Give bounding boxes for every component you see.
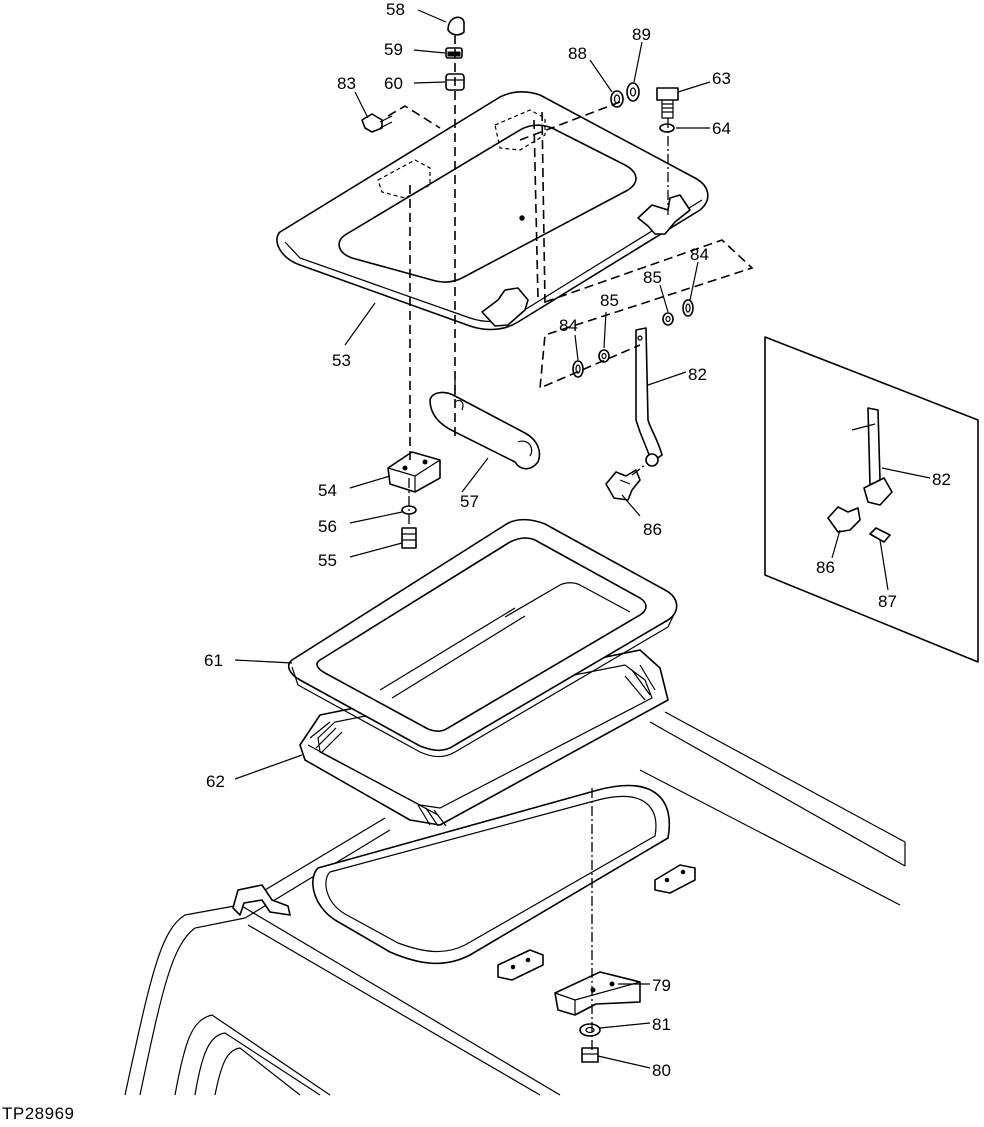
callout-57: 57 [460,492,479,511]
figure-reference-id: TP28969 [2,1104,75,1123]
clip-89 [626,82,640,102]
hatch-hinge-right [637,194,691,235]
knob-86 [605,469,641,501]
washer-85-right [662,312,674,326]
clip-84-right [682,299,694,317]
screw-55 [401,527,417,549]
frame-61 [287,518,678,758]
callout-84-right: 84 [690,245,709,264]
callout-85-right: 85 [643,268,662,287]
callout-59: 59 [384,40,403,59]
callout-64: 64 [712,119,731,138]
callout-86-detail: 86 [816,558,835,577]
bracket-54 [387,451,441,493]
seal-62 [299,649,669,827]
callout-63: 63 [712,69,731,88]
callout-61: 61 [204,651,223,670]
callout-62: 62 [206,772,225,791]
washer-85-left [598,349,610,363]
callout-82: 82 [688,365,707,384]
callout-53: 53 [332,351,351,370]
roof-block-left [497,949,544,981]
bolt-63 [656,87,679,119]
detail-pin-87 [869,527,891,543]
callout-82-detail: 82 [932,470,951,489]
cab-roof [124,711,906,1096]
handle-57 [429,391,541,470]
assembly-lines [408,35,754,1050]
callout-81: 81 [652,1015,671,1034]
callout-89: 89 [632,25,651,44]
callout-87: 87 [878,592,897,611]
callout-85-left: 85 [600,291,619,310]
callout-80: 80 [652,1061,671,1080]
leader-lines [234,9,931,1069]
clip-84-left [572,360,584,378]
roof-block-right [654,864,696,894]
callout-79: 79 [652,976,671,995]
hatch-cover-53 [276,91,709,331]
screw-80 [581,1047,599,1063]
detail-inset [764,336,979,663]
roof-hinge-left [232,884,291,916]
callout-labels: 58 59 60 83 88 89 63 64 53 84 85 84 85 8… [204,0,951,1080]
detail-rod-82 [867,407,881,486]
callout-86: 86 [643,520,662,539]
roof-opening-frame [312,784,671,965]
hatch-latch-top [377,109,546,199]
callout-54: 54 [318,481,337,500]
rod-82 [635,327,663,467]
washer-81 [579,1023,601,1037]
bracket-79 [554,971,641,1016]
bracket-83 [387,105,441,129]
knob-58 [447,16,465,36]
callout-84-left: 84 [559,316,578,335]
callout-55: 55 [318,551,337,570]
callout-56: 56 [318,517,337,536]
washer-64 [659,123,675,133]
bolt-83 [361,113,393,133]
hatch-hinge-left [481,287,529,327]
callout-88: 88 [568,44,587,63]
callout-58: 58 [386,0,405,19]
callout-60: 60 [384,74,403,93]
washer-59 [445,47,463,59]
callout-83: 83 [337,74,356,93]
